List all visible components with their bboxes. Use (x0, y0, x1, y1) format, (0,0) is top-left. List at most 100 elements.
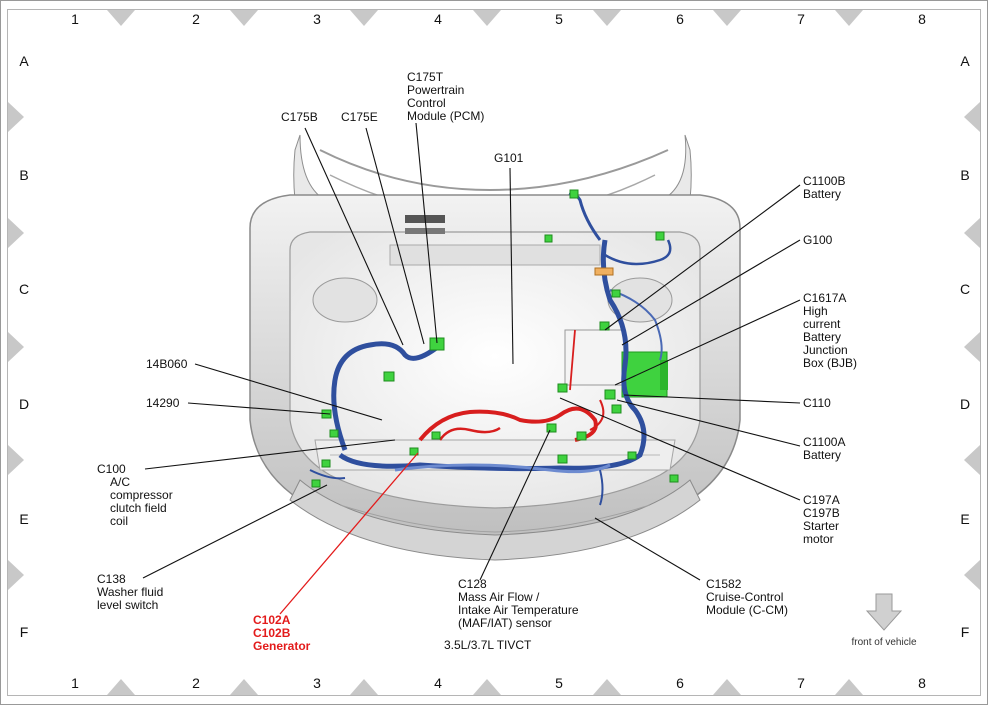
callout-c102: C102A C102B Generator (253, 613, 311, 653)
row-label: B (19, 167, 28, 183)
grid-markers-left (8, 102, 24, 590)
callout-line: C102A (253, 613, 291, 627)
callout-c175t: C175T Powertrain Control Module (PCM) (407, 70, 484, 123)
row-label: C (960, 281, 970, 297)
callout-c100: C100 A/C compressor clutch field coil (97, 462, 173, 528)
grid-markers-right (964, 102, 980, 590)
connector-marker (669, 474, 679, 483)
callout-line: current (803, 317, 841, 331)
callout-line: Junction (803, 343, 848, 357)
connector-marker (611, 404, 622, 414)
callout-line: Module (PCM) (407, 109, 484, 123)
row-label: F (20, 624, 29, 640)
callout-line: C1582 (706, 577, 742, 591)
callout-line: Box (BJB) (803, 356, 857, 370)
col-label: 4 (434, 11, 442, 27)
connector-marker (594, 267, 614, 276)
callout-line: Washer fluid (97, 585, 163, 599)
callout-line: C1100A (803, 435, 845, 449)
connector-marker (409, 447, 419, 456)
callout-c110: C110 (803, 396, 831, 410)
row-labels-right: A B C D E F (960, 53, 970, 640)
connector-marker (604, 389, 616, 400)
callout-line: Cruise-Control (706, 590, 783, 604)
column-labels-bottom: 1 2 3 4 5 6 7 8 (71, 675, 926, 691)
callout-line: Control (407, 96, 446, 110)
connector-marker (569, 189, 579, 199)
row-label: F (961, 624, 970, 640)
callout-c175b: C175B (281, 110, 318, 124)
row-label: B (960, 167, 969, 183)
connector-marker (599, 321, 610, 331)
connector-marker (383, 371, 395, 382)
connectors (311, 189, 679, 488)
callout-c128: C128 Mass Air Flow / Intake Air Temperat… (458, 577, 579, 630)
col-label: 4 (434, 675, 442, 691)
leader-lines (142, 122, 801, 615)
callout-line: clutch field (110, 501, 167, 515)
callout-line: Powertrain (407, 83, 464, 97)
col-label: 7 (797, 675, 805, 691)
inner-frame (7, 9, 981, 696)
callout-line: C138 (97, 572, 126, 586)
connector-marker (611, 289, 621, 298)
wiring-harness (309, 190, 672, 506)
callout-line: C1100B (803, 174, 845, 188)
connector-marker (557, 383, 568, 393)
col-label: 3 (313, 675, 321, 691)
callout-line: (MAF/IAT) sensor (458, 616, 552, 630)
col-label: 6 (676, 11, 684, 27)
row-label: E (960, 511, 969, 527)
callout-c138: C138 Washer fluid level switch (97, 572, 163, 612)
callout-line: Starter (803, 519, 839, 533)
col-label: 8 (918, 675, 926, 691)
callout-c175e: C175E (341, 110, 378, 124)
callout-line: level switch (97, 598, 158, 612)
callout-line: Battery (803, 330, 841, 344)
callout-line: motor (803, 532, 834, 546)
callout-line: Module (C-CM) (706, 603, 788, 617)
callout-line: C102B (253, 626, 291, 640)
callout-g100: G100 (803, 233, 833, 247)
callout-line: C175T (407, 70, 444, 84)
col-label: 1 (71, 675, 79, 691)
connector-marker (321, 459, 331, 468)
grid-markers-bottom (107, 679, 863, 695)
callout-c197: C197A C197B Starter motor (803, 493, 840, 546)
connector-marker (655, 231, 665, 241)
connector-marker (311, 479, 321, 488)
col-label: 2 (192, 675, 200, 691)
callout-c1100b: C1100B Battery (803, 174, 845, 201)
connector-marker (544, 234, 553, 243)
row-label: A (960, 53, 970, 69)
callout-line: Intake Air Temperature (458, 603, 579, 617)
callout-14b060: 14B060 (146, 357, 188, 371)
front-of-vehicle-indicator: front of vehicle (851, 593, 917, 648)
callout-line: A/C (110, 475, 130, 489)
front-of-vehicle-label: front of vehicle (851, 637, 916, 648)
callout-line: compressor (110, 488, 173, 502)
col-label: 1 (71, 11, 79, 27)
connector-marker (576, 431, 587, 441)
connector-marker (431, 431, 441, 440)
row-label: C (19, 281, 29, 297)
callout-line: Battery (803, 448, 841, 462)
callout-line: coil (110, 514, 128, 528)
col-label: 7 (797, 11, 805, 27)
row-label: E (19, 511, 28, 527)
connector-marker (557, 454, 568, 464)
callout-line: Mass Air Flow / (458, 590, 540, 604)
grid-markers-top (107, 10, 863, 26)
callout-c1617a: C1617A High current Battery Junction Box… (803, 291, 857, 370)
callout-14290: 14290 (146, 396, 180, 410)
callout-line: C1617A (803, 291, 846, 305)
down-arrow-icon (865, 593, 903, 631)
col-label: 6 (676, 675, 684, 691)
col-label: 5 (555, 11, 563, 27)
callout-line: C128 (458, 577, 487, 591)
callout-line: Battery (803, 187, 841, 201)
callout-line: C100 (97, 462, 126, 476)
callout-line: Generator (253, 639, 311, 653)
column-labels-top: 1 2 3 4 5 6 7 8 (71, 11, 926, 27)
